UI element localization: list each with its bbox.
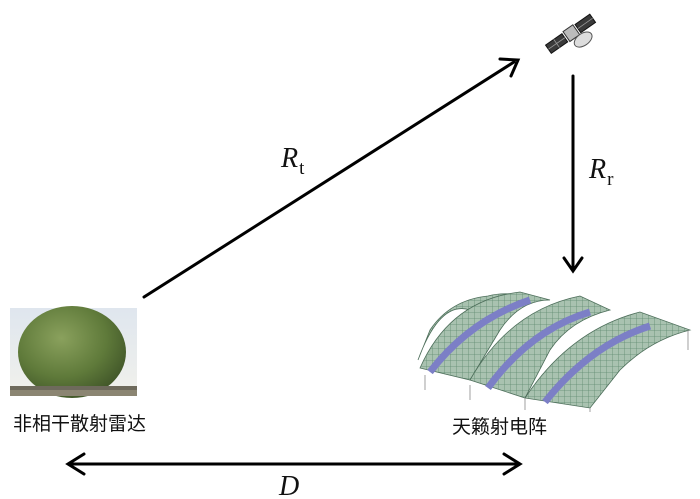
distance-label: D bbox=[278, 471, 299, 499]
rr-subscript: r bbox=[607, 169, 614, 190]
satellite-icon bbox=[544, 13, 597, 54]
transmit-arrow bbox=[142, 57, 521, 299]
array-label: 天籁射电阵 bbox=[452, 416, 547, 438]
rt-label: Rt bbox=[280, 143, 305, 179]
rt-subscript: t bbox=[299, 158, 305, 179]
rr-label: Rr bbox=[588, 154, 614, 190]
distance-arrow bbox=[65, 452, 523, 476]
receive-arrow bbox=[562, 74, 584, 274]
radar-dome-icon bbox=[10, 306, 137, 398]
radar-label: 非相干散射雷达 bbox=[13, 413, 146, 435]
cylinder-radio-array-icon bbox=[417, 291, 692, 412]
